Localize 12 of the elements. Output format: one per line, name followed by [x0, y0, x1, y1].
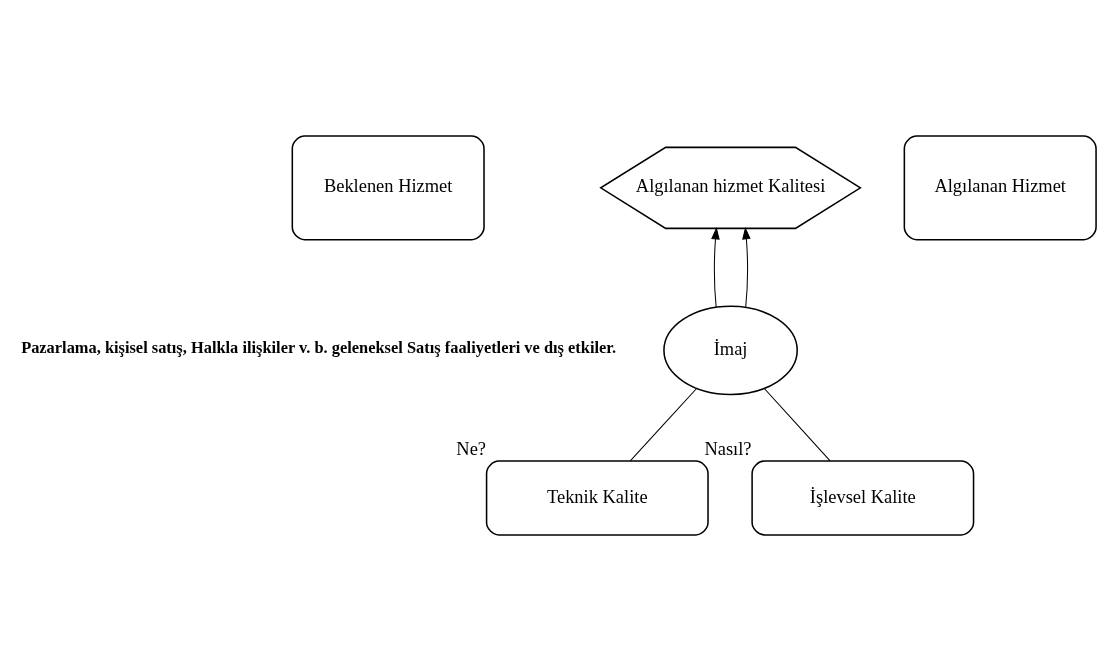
arrow — [711, 226, 720, 308]
node-label: Ne? — [456, 438, 487, 459]
node-ellipse: İmaj — [663, 305, 798, 395]
arrow — [742, 226, 751, 308]
node-label: Nasıl? — [704, 438, 752, 459]
connector — [629, 387, 698, 461]
node-box: Beklenen Hizmet — [291, 134, 485, 240]
node-box: Algılanan Hizmet — [903, 134, 1097, 240]
node-box: İşlevsel Kalite — [751, 459, 975, 536]
label: Pazarlama, kişisel satış, Halkla ilişkiler v. b. geleneksel Satış faaliyetleri ve dış etkiler. — [21, 337, 617, 357]
node-box: Teknik Kalite — [485, 459, 709, 536]
connector — [763, 387, 831, 461]
